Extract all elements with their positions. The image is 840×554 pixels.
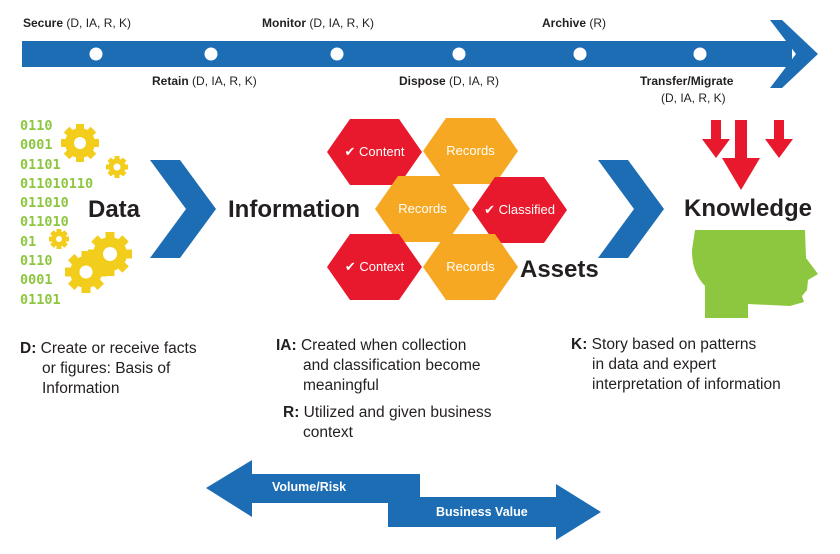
timeline-label-dispose: Dispose (D, IA, R) [399,74,500,88]
hexagon-context [327,234,422,300]
timeline-label-secure: Secure (D, IA, R, K) [23,16,132,30]
binary-line: 01 [20,233,37,250]
binary-line: 011010 [20,214,69,231]
hexagon-label-context: ✔ Context [344,259,405,274]
hexagon-records-1 [423,118,518,184]
definition-d: D: Create or receive facts or figures: B… [20,340,197,397]
definition-r: R: Utilized and given business context [283,404,492,441]
binary-line: 01101 [20,156,61,173]
stage-label-assets: Assets [520,256,599,283]
hexagon-label-records-1: Records [446,143,495,158]
hexagon-classified [472,177,567,243]
download-arrows-icon [702,120,793,190]
definition-key: R: [283,404,300,421]
gear-icon-small-right [106,156,128,178]
stage-label-information: Information [228,196,360,223]
binary-line: 011010110 [20,175,94,192]
binary-line: 0110 [20,118,53,134]
timeline-label-transfer-suffix: (D, IA, R, K) [661,91,726,105]
gear-icon-small-middle [49,229,69,249]
binary-line: 01101 [20,291,61,308]
definition-ia: IA: Created when collection and classifi… [276,337,481,394]
binary-line: 0001 [20,137,53,154]
timeline-dot-5 [573,47,587,61]
head-icon [692,230,818,318]
timeline-dot-3 [330,47,344,61]
hexagon-label-records-2: Records [398,201,447,216]
timeline-dot-4 [452,47,466,61]
binary-line: 011010 [20,195,69,212]
timeline-label-archive: Archive (R) [542,16,607,30]
chevron-icon-data-to-information [150,160,216,258]
binary-line: 0110 [20,253,53,270]
definition-key: IA: [276,337,297,354]
timeline-dot-1 [89,47,103,61]
definition-k: K: Story based on patterns in data and e… [571,336,781,393]
hexagon-label-records-3: Records [446,259,495,274]
hexagon-content [327,119,422,185]
hexagon-label-classified: ✔ Classified [484,202,555,217]
timeline-label-monitor: Monitor (D, IA, R, K) [262,16,375,30]
timeline-dot-2 [204,47,218,61]
timeline-dot-6 [693,47,707,61]
chevron-icon-assets-to-knowledge [598,160,664,258]
definition-key: D: [20,340,37,357]
stage-label-data: Data [88,196,141,223]
gear-icon-large-bottom-left [65,251,107,293]
hexagon-records-2 [375,176,470,242]
business-value-label: Business Value [436,505,528,519]
business-value-arrow [388,484,601,540]
definition-key: K: [571,336,588,353]
gear-icon-large-top [61,124,99,162]
volume-risk-arrow [206,460,420,517]
stage-label-knowledge: Knowledge [684,195,813,222]
hexagon-records-3 [423,234,518,300]
volume-risk-label: Volume/Risk [272,480,347,494]
hexagon-label-content: ✔ Content [344,144,405,159]
binary-line: 0001 [20,272,53,289]
timeline-label-transfer: Transfer/Migrate [640,74,734,88]
timeline-label-retain: Retain (D, IA, R, K) [152,74,257,88]
timeline-arrow [22,20,818,88]
